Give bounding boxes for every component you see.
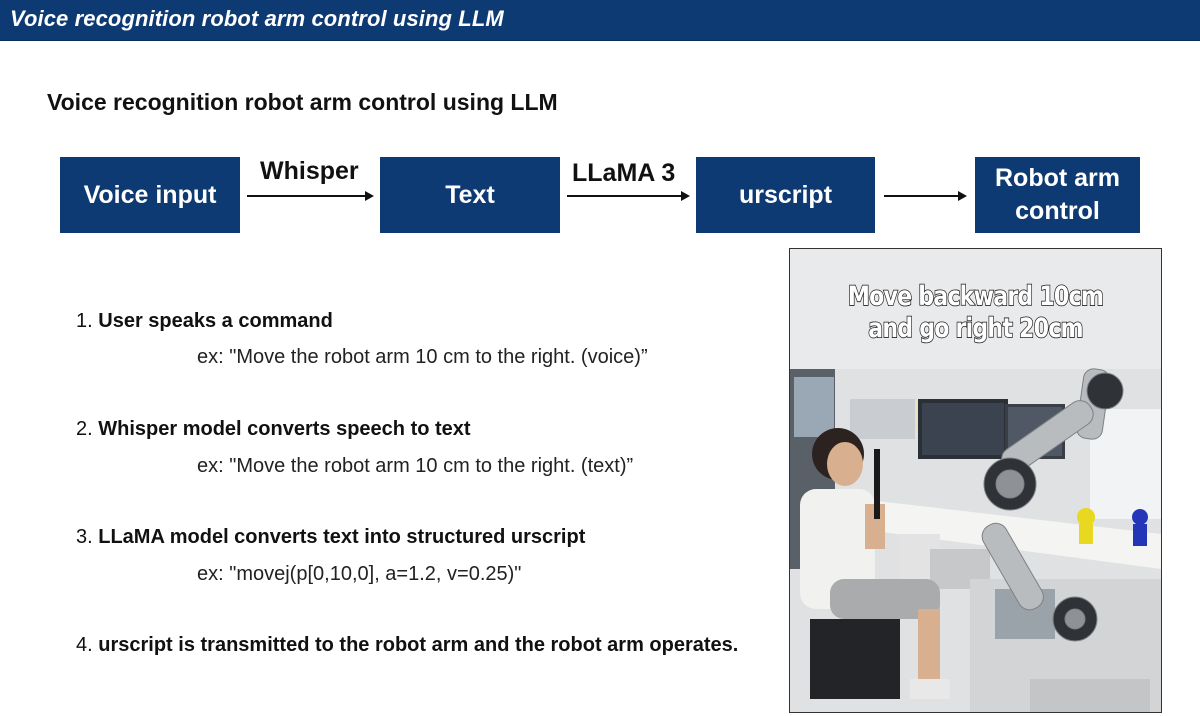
header-bar: Voice recognition robot arm control usin… <box>0 0 1200 41</box>
step-example: ex: "Move the robot arm 10 cm to the rig… <box>197 455 634 477</box>
step-example: ex: "movej(p[0,10,0], a=1.2, v=0.25)" <box>197 563 522 585</box>
flow-box-text: Text <box>380 157 560 233</box>
step-example: ex: "Move the robot arm 10 cm to the rig… <box>197 346 648 368</box>
photo-caption-line1: Move backward 10cm <box>847 280 1104 313</box>
flow-box-voice-input: Voice input <box>60 157 240 233</box>
page-title: Voice recognition robot arm control usin… <box>47 89 558 115</box>
step-number: 4. <box>76 634 93 656</box>
step-text: LLaMA model converts text into structure… <box>98 526 586 548</box>
step-text: Whisper model converts speech to text <box>98 418 471 440</box>
robot-arm-photo: Move backward 10cm and go right 20cm <box>789 248 1162 713</box>
step-text: User speaks a command <box>98 310 333 332</box>
step-1: 1. User speaks a command <box>76 310 333 333</box>
step-2: 2. Whisper model converts speech to text <box>76 418 471 441</box>
flow-box-robot-arm-control: Robot arm control <box>975 157 1140 233</box>
flow-box-urscript: urscript <box>696 157 875 233</box>
step-number: 3. <box>76 526 93 548</box>
step-4: 4. urscript is transmitted to the robot … <box>76 634 738 657</box>
flow-label-whisper: Whisper <box>260 157 359 185</box>
header-title: Voice recognition robot arm control usin… <box>10 6 504 31</box>
arrow-icon <box>247 191 374 201</box>
step-number: 1. <box>76 310 93 332</box>
arrow-icon <box>567 191 690 201</box>
photo-caption-line2: and go right 20cm <box>868 312 1085 345</box>
step-number: 2. <box>76 418 93 440</box>
step-text: urscript is transmitted to the robot arm… <box>98 634 739 656</box>
flow-label-llama: LLaMA 3 <box>572 159 676 187</box>
photo-illustration <box>790 249 1161 712</box>
step-3: 3. LLaMA model converts text into struct… <box>76 526 585 549</box>
arrow-icon <box>884 191 967 201</box>
